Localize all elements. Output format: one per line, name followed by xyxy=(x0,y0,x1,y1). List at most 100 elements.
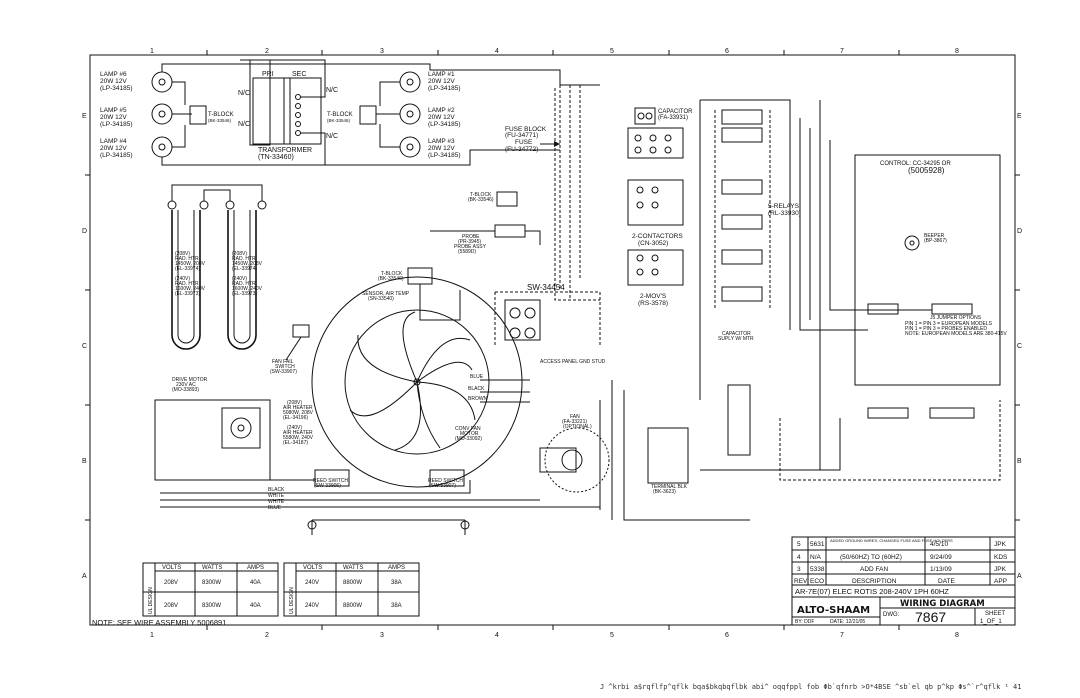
tblock-label: T-BLOCK xyxy=(208,112,234,118)
table-cell: 40A xyxy=(250,580,261,586)
probe-assy-part: (5589D) xyxy=(458,249,476,255)
col-label: 5 xyxy=(610,632,614,639)
control-label: CONTROL: CC-34295 OR xyxy=(880,161,951,167)
table-cell: 8800W xyxy=(343,580,362,586)
jumper-note: PIN 1 = PIN 3 = PROBES ENABLED xyxy=(905,326,987,332)
air-heater-label: (240V) xyxy=(287,425,302,431)
connector xyxy=(931,303,973,315)
lamp-spec: 20W 12V xyxy=(428,78,455,85)
control-box xyxy=(854,154,1001,386)
wire-color-label: BLACK xyxy=(468,386,485,392)
col-label: 6 xyxy=(725,48,729,55)
rev-header: ECO xyxy=(810,578,824,585)
sheet-label: SHEET xyxy=(985,611,1005,617)
rev-header: REV xyxy=(794,578,808,585)
table-cell: 8300W xyxy=(202,603,221,609)
rev-cell: JPK xyxy=(994,566,1007,573)
lamp-symbols-left xyxy=(151,63,240,166)
fuse-block-part: (FU-34771) xyxy=(505,132,538,139)
wire-assembly-note: NOTE: SEE WIRE ASSEMBLY 5006891 xyxy=(92,618,226,627)
lamp-symbols-right xyxy=(359,71,421,158)
lamp-label: LAMP #3 xyxy=(428,138,455,145)
row-label: B xyxy=(82,458,87,465)
convection-fan xyxy=(311,276,523,488)
fuse-part: (FU-34772) xyxy=(505,146,538,153)
air-heater-label: (EL-34196) xyxy=(283,415,308,421)
table-header: AMPS xyxy=(247,565,264,571)
nc-label: N/C xyxy=(326,133,338,140)
reed-switches xyxy=(160,469,600,535)
lamp-label: LAMP #5 xyxy=(100,107,127,114)
table-cell: 38A xyxy=(391,603,402,609)
lamps-right: LAMP #1 20W 12V (LP-34185) LAMP #2 20W 1… xyxy=(428,71,461,159)
lamp-part: (LP-34185) xyxy=(428,121,461,128)
fuse-label: FUSE xyxy=(515,139,533,146)
col-label: 5 xyxy=(610,48,614,55)
arrow-head xyxy=(554,141,560,147)
contactors-part: (CN-3052) xyxy=(638,240,668,247)
wire-color-label: BLACK xyxy=(268,487,285,493)
tblock-part: (BK-33546) xyxy=(468,197,494,203)
dwg-label: DWG: xyxy=(883,612,900,618)
rev-cell: 5 xyxy=(797,541,801,548)
reed-switch-part: (SW-33907) xyxy=(429,483,456,489)
col-label: 8 xyxy=(955,48,959,55)
heater-label: (EL-33974) xyxy=(175,266,200,272)
capacitor xyxy=(627,107,684,159)
wire-color-label: BLUE xyxy=(268,505,282,511)
row-label: C xyxy=(1017,343,1022,350)
reed-switch-label: REED SWITCH xyxy=(313,478,348,484)
lamp-part: (LP-34185) xyxy=(100,85,133,92)
optional-fan xyxy=(539,427,610,493)
lamp-spec: 20W 12V xyxy=(100,114,127,121)
heater-label: RAD. HTR xyxy=(175,281,199,287)
conv-fan-label: MOTOR xyxy=(460,431,479,437)
drive-motor-label: DRIVE MOTOR xyxy=(172,377,208,383)
tblock-part: (BK-33546) xyxy=(208,118,232,123)
rev-cell: 5338 xyxy=(810,566,825,573)
switch-label: SW-34454 xyxy=(527,283,565,292)
radiant-heaters xyxy=(167,184,267,350)
col-label: 3 xyxy=(380,632,384,639)
capacitor-label: CAPACITOR xyxy=(658,109,693,115)
transformer-part: (TN-33460) xyxy=(258,154,294,161)
probe-label: PROBE xyxy=(462,234,480,240)
capacitor-part: (FA-33931) xyxy=(658,115,688,121)
air-heater-label: AIR HEATER xyxy=(283,430,313,436)
sensor-label: SENSOR, AIR TEMP xyxy=(362,291,410,297)
row-label: C xyxy=(82,343,87,350)
rev-cell: ADDED GROUND WIRES, CHANGED FUSE AND FUS… xyxy=(830,538,953,543)
heater-label: (EL-33973) xyxy=(232,291,257,297)
reed-switch-part: (SW-33906) xyxy=(314,483,341,489)
movs-label: 2-MOV'S xyxy=(640,293,667,300)
heater-label: (EL-33973) xyxy=(175,291,200,297)
capacitor-label: CAPACITOR xyxy=(722,331,751,337)
tblock-part: (BK-33546) xyxy=(378,276,404,282)
wire-color-label: BROWN xyxy=(468,396,488,402)
lamp-spec: 20W 12V xyxy=(428,145,455,152)
table-cell: 208V xyxy=(164,603,178,609)
col-label: 7 xyxy=(840,48,844,55)
sensor-part: (SN-33540) xyxy=(368,296,394,302)
drawn-date: DATE: 12/21/05 xyxy=(830,619,865,625)
terminal-part: (BK-3623) xyxy=(653,489,676,495)
model-title: AR-7E(07) ELEC ROTIS 208-240V 1PH 60HZ xyxy=(795,587,949,596)
contactors-label: 2-CONTACTORS xyxy=(632,233,683,240)
conv-fan-part: (MO-33092) xyxy=(455,436,482,442)
spec-table-1 xyxy=(142,562,279,617)
company-name: ALTO-SHAAM xyxy=(797,605,870,616)
table-cell: 38A xyxy=(391,580,402,586)
tblock-label: T-BLOCK xyxy=(470,192,492,198)
wire xyxy=(700,100,932,471)
col-label: 4 xyxy=(495,632,499,639)
air-heater-label: 5580W, 240V xyxy=(283,435,314,441)
probe-assy-label: PROBE ASSY xyxy=(454,244,487,250)
table-cell: 240V xyxy=(305,603,319,609)
fan-part: (FA-33221) xyxy=(562,419,587,425)
table-header: VOLTS xyxy=(162,565,181,571)
fuse-block-label: FUSE BLOCK xyxy=(505,126,547,133)
jumper-label: J5 JUMPER OPTIONS xyxy=(930,315,982,321)
rev-header: DESCRIPTION xyxy=(852,578,897,585)
heater-label: 1600W, 240V xyxy=(232,286,263,292)
connector xyxy=(867,407,909,419)
